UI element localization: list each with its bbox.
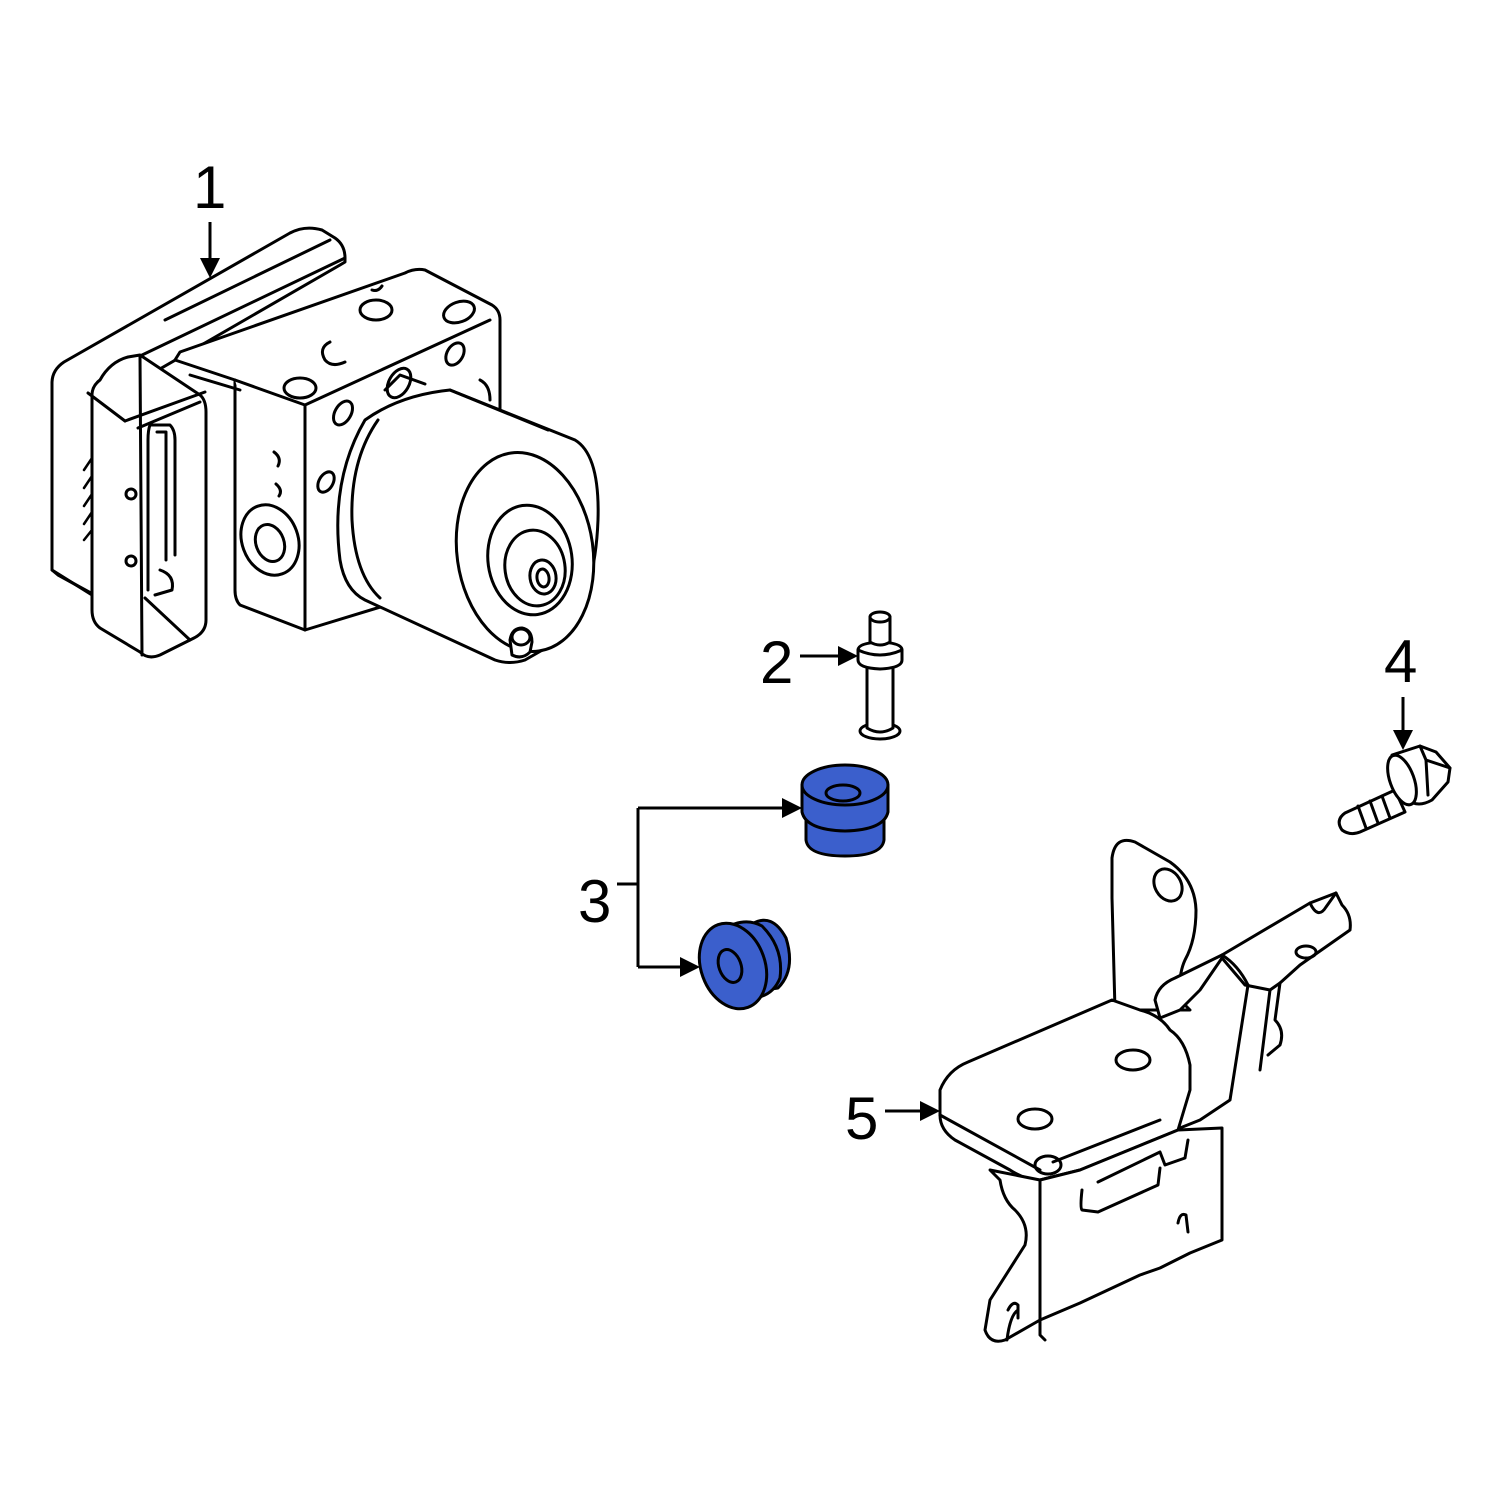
part-5-mounting-bracket[interactable] (938, 838, 1352, 1343)
callout-4[interactable]: 4 (1384, 628, 1417, 750)
callout-number-1: 1 (193, 154, 226, 221)
part-3-grommet-upper[interactable] (800, 763, 890, 858)
callout-3[interactable]: 3 (578, 798, 802, 977)
part-3-grommet-lower[interactable] (688, 914, 792, 1019)
callout-5[interactable]: 5 (845, 1085, 940, 1152)
callout-2[interactable]: 2 (760, 629, 858, 696)
part-1-abs-modulator[interactable] (50, 226, 606, 664)
callout-number-4: 4 (1384, 628, 1417, 695)
part-4-flange-bolt[interactable] (1337, 744, 1452, 836)
callout-number-5: 5 (845, 1085, 878, 1152)
callout-number-3: 3 (578, 868, 611, 935)
callout-number-2: 2 (760, 629, 793, 696)
part-2-stud-pin[interactable] (856, 610, 904, 741)
callout-1[interactable]: 1 (193, 154, 226, 278)
